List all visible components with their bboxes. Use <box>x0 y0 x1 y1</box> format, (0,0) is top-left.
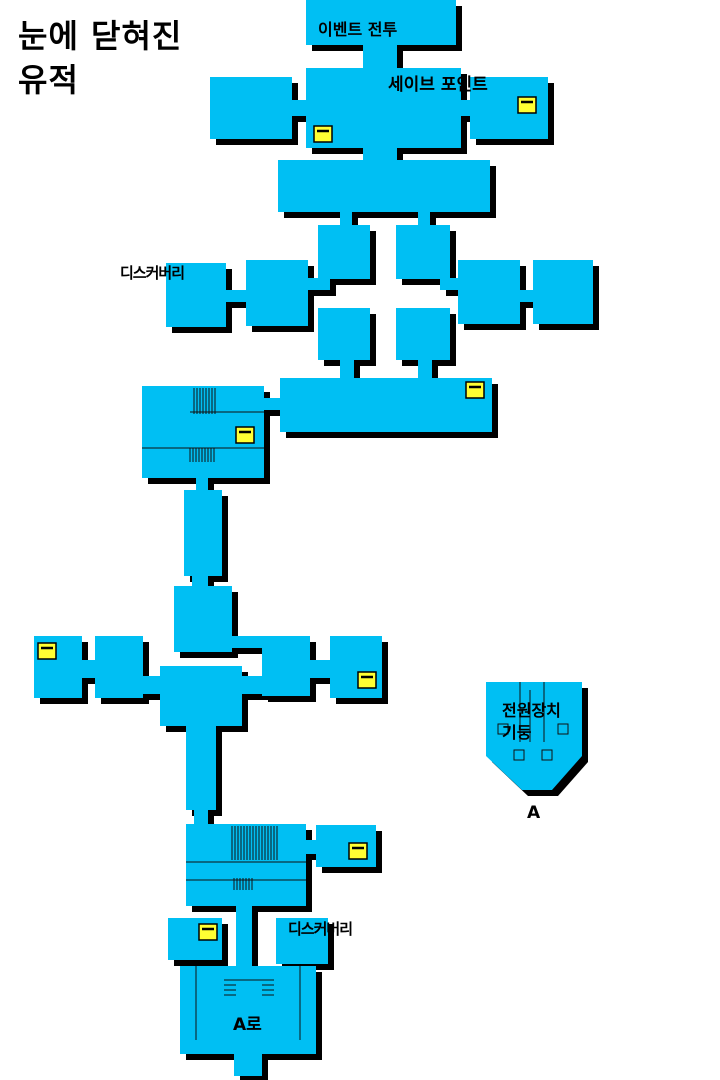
treasure-chest-icon <box>357 671 377 689</box>
stairs-icon <box>193 388 216 414</box>
pillar-icon <box>513 749 525 761</box>
pillar-text: 기둥 <box>502 723 532 742</box>
map-room <box>520 290 534 302</box>
map-room <box>196 476 208 492</box>
map-room <box>318 308 370 360</box>
map-room <box>458 260 520 324</box>
map-room <box>418 358 432 380</box>
event-battle-label: 이벤트 전투 <box>318 20 398 39</box>
map-room <box>141 676 163 694</box>
save-point-label: 세이브 포인트 <box>388 75 488 95</box>
map-room <box>461 100 473 116</box>
pillar-icon <box>557 723 569 735</box>
map-room <box>262 636 310 696</box>
stairs-icon <box>189 448 215 462</box>
power-device-room <box>486 742 582 790</box>
chest-body <box>348 842 368 860</box>
map-room <box>340 210 352 228</box>
power-device-text: 전원장치 <box>502 701 561 720</box>
stairs-icon <box>231 826 278 860</box>
map-room <box>262 398 284 410</box>
map-room <box>440 278 462 290</box>
treasure-chest-icon <box>517 96 537 114</box>
map-room <box>418 210 430 228</box>
map-room <box>308 278 330 290</box>
map-title-line-1: 눈에 닫혀진 <box>18 17 183 55</box>
map-room <box>240 676 264 694</box>
chest-body <box>465 381 485 399</box>
map-room <box>160 666 242 726</box>
map-room <box>280 378 492 432</box>
map-room <box>363 44 397 70</box>
chest-body <box>198 923 218 941</box>
map-room <box>276 918 328 964</box>
map-room <box>186 824 306 906</box>
map-room <box>533 260 593 324</box>
stairs-icon <box>262 979 274 996</box>
map-room <box>210 77 292 139</box>
map-room <box>236 904 252 968</box>
map-room <box>340 358 354 380</box>
chest-body <box>37 642 57 660</box>
chest-body <box>313 125 333 143</box>
map-room <box>166 263 226 327</box>
pillar-icon <box>541 749 553 761</box>
chest-body <box>235 426 255 444</box>
map-room <box>306 0 456 45</box>
map-room <box>186 724 216 810</box>
pillar-icon <box>497 723 509 735</box>
discovery-label-top: 디스커버리 <box>120 264 185 282</box>
map-room <box>363 148 397 163</box>
map-room <box>192 574 208 586</box>
map-room <box>95 636 143 698</box>
treasure-chest-icon <box>235 426 255 444</box>
map-room <box>184 490 222 576</box>
map-room <box>246 260 308 326</box>
map-room <box>234 1052 262 1076</box>
chest-body <box>357 671 377 689</box>
map-room <box>228 636 266 648</box>
power-device-label: 전원장치 기둥 <box>502 700 586 744</box>
chest-layer <box>37 96 537 941</box>
map-room <box>278 160 490 212</box>
a-marker-label: A <box>527 803 541 823</box>
map-room <box>80 660 98 678</box>
treasure-chest-icon <box>313 125 333 143</box>
map-room <box>396 225 450 279</box>
treasure-chest-icon <box>465 381 485 399</box>
map-room <box>180 966 316 1054</box>
treasure-chest-icon <box>37 642 57 660</box>
map-room <box>226 290 248 302</box>
map-title: 눈에 닫혀진 유적 <box>18 14 258 102</box>
map-room <box>304 840 318 854</box>
treasure-chest-icon <box>198 923 218 941</box>
a-route-label: A로 <box>233 1015 262 1035</box>
treasure-chest-icon <box>348 842 368 860</box>
rooms-layer <box>34 0 599 1080</box>
stairs-icon <box>224 979 236 996</box>
stairs-icon <box>233 878 253 890</box>
detail-layer <box>142 388 569 1040</box>
map-title-line-2: 유적 <box>18 61 79 99</box>
map-room <box>396 308 450 360</box>
map-room <box>318 225 370 279</box>
map-room <box>308 660 332 678</box>
discovery-label-bottom: 디스커버리 <box>288 920 353 938</box>
map-room <box>194 808 208 826</box>
map-room <box>174 586 232 652</box>
map-room <box>292 100 312 116</box>
chest-body <box>517 96 537 114</box>
